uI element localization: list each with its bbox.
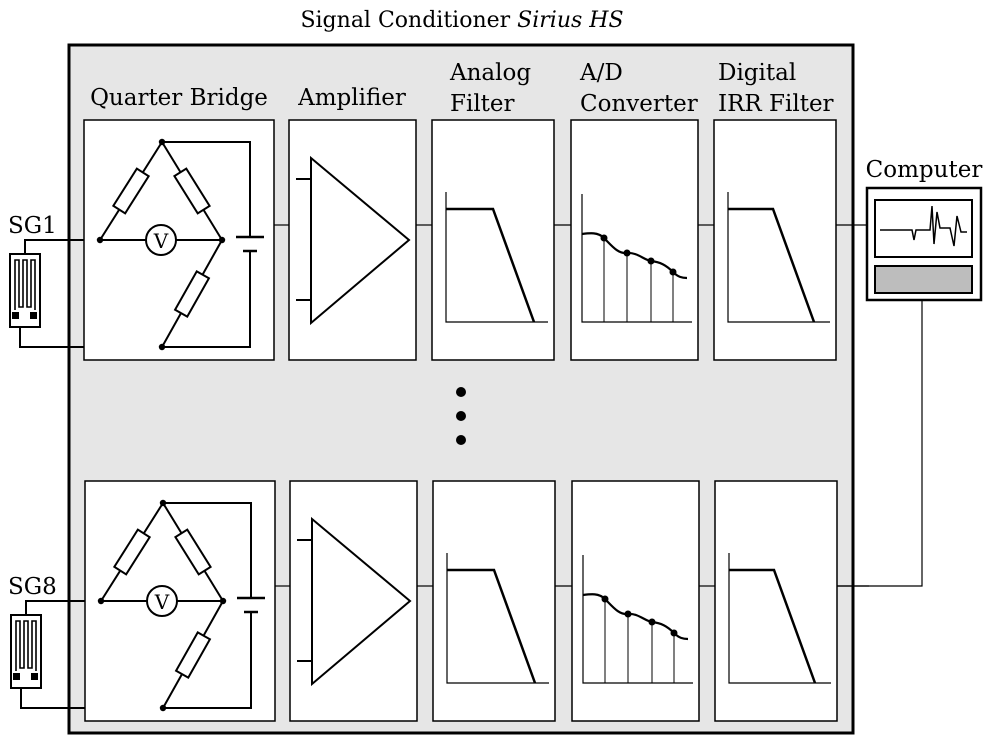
stage-label-ad-converter-1: A/D xyxy=(579,60,623,86)
ellipsis-dots-icon xyxy=(456,387,466,445)
computer-connection-wire xyxy=(837,300,923,587)
stage-label-analog-filter-2: Filter xyxy=(450,91,515,117)
sensor-label-sg1: SG1 xyxy=(8,213,57,239)
stage-label-quarter-bridge: Quarter Bridge xyxy=(90,85,268,111)
diagram-title: Signal Conditioner Sirius HS xyxy=(300,8,623,33)
computer-label: Computer xyxy=(866,157,983,183)
stage-labels: Quarter Bridge Amplifier Analog Filter A… xyxy=(90,60,833,117)
sensor-label-sg8: SG8 xyxy=(8,574,57,600)
voltmeter-label-2: V xyxy=(154,590,170,614)
stage-label-analog-filter-1: Analog xyxy=(449,60,531,86)
voltmeter-label-1: V xyxy=(153,229,169,253)
stage-label-ad-converter-2: Converter xyxy=(580,91,698,117)
computer-icon xyxy=(865,186,983,302)
stage-label-amplifier: Amplifier xyxy=(297,85,406,111)
channel-sg1 xyxy=(8,118,870,362)
stage-label-digital-filter-2: IRR Filter xyxy=(718,91,834,117)
waveform-icon xyxy=(880,205,967,247)
channel-sg8 xyxy=(9,479,871,723)
stage-label-digital-filter-1: Digital xyxy=(718,60,796,86)
